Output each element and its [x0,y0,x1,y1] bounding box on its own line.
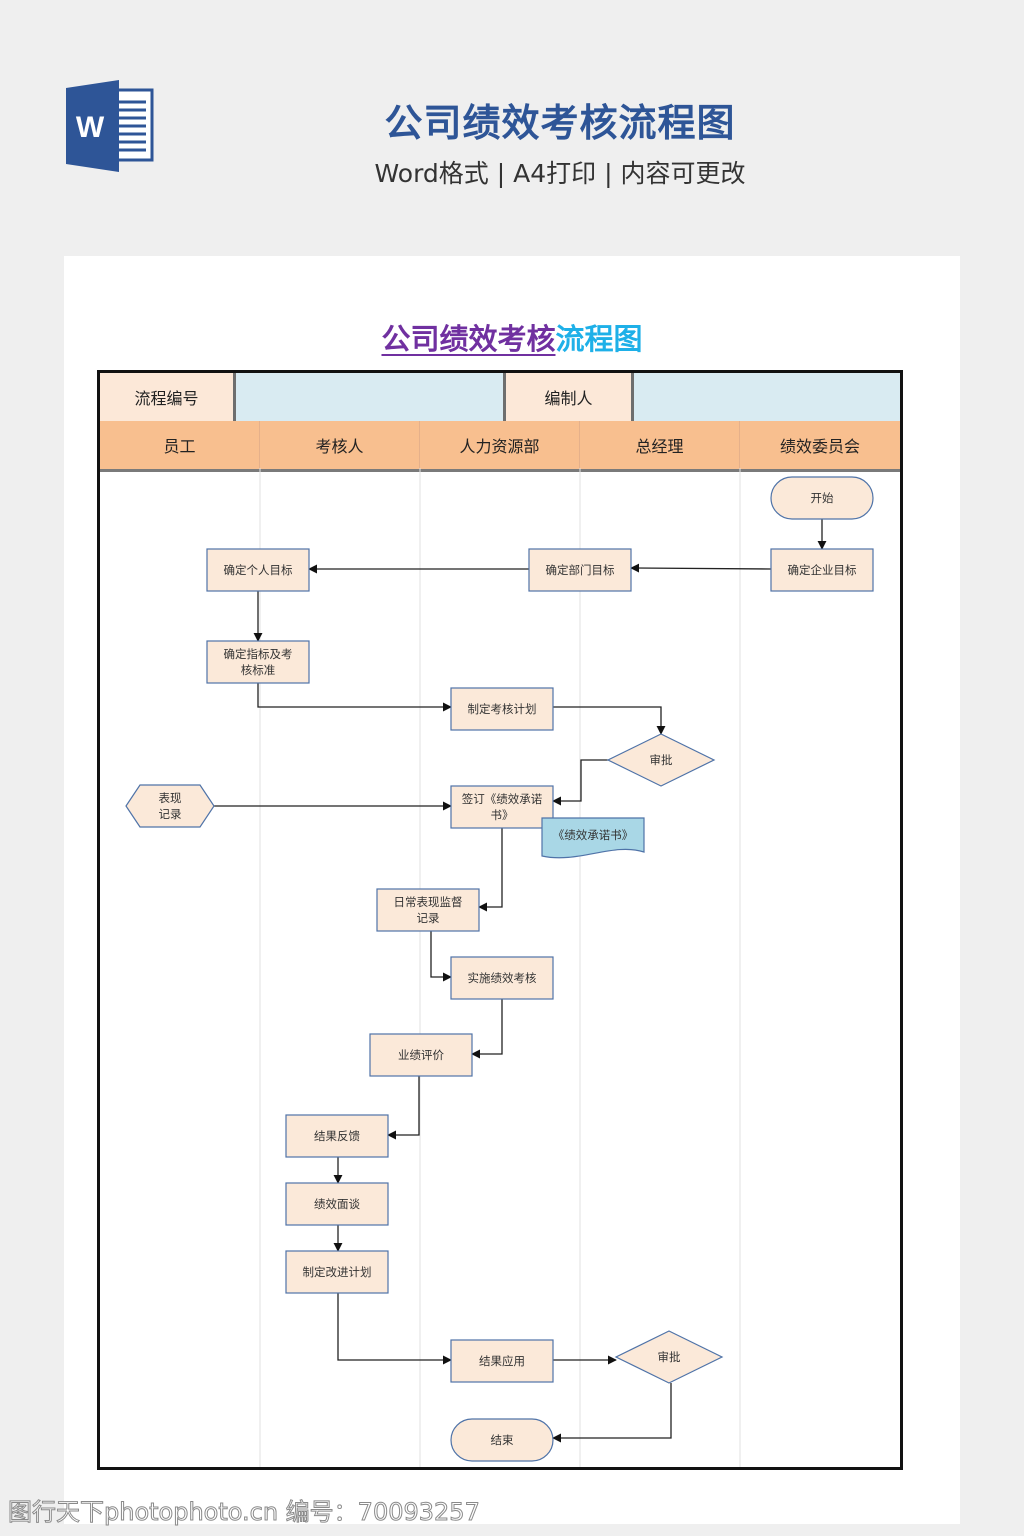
flow-node-doc[interactable]: 《绩效承诺书》 [541,817,645,859]
node-label: 绩效面谈 [314,1197,360,1211]
node-shape-process [285,1182,389,1226]
node-label: 审批 [650,753,673,767]
flow-arrow-plan-to-approve1 [553,706,666,735]
editor-value[interactable] [634,373,900,421]
flow-node-interview[interactable]: 绩效面谈 [285,1182,389,1226]
word-icon: W [66,80,154,172]
header-subtitle: Word格式 | A4打印 | 内容可更改 [374,159,746,188]
node-label: 签订《绩效承诺 [462,792,543,806]
node-shape-decision [614,1330,724,1384]
lane-header-gm: 总经理 [580,421,740,469]
flow-node-approve2[interactable]: 审批 [614,1330,724,1384]
flow-arrow-indicators-to-plan [257,683,452,712]
node-label: 结果反馈 [314,1129,360,1143]
node-label: 确定部门目标 [546,563,615,577]
node-shape-process [369,1033,473,1077]
node-label: 记录 [159,807,182,821]
document-title: 公司绩效考核流程图 [64,316,960,358]
flow-node-apply[interactable]: 结果应用 [450,1339,554,1383]
node-label: 结束 [491,1433,514,1447]
node-label: 书》 [491,808,514,822]
editor-label: 编制人 [506,373,634,421]
flow-node-evaluate[interactable]: 业绩评价 [369,1033,473,1077]
info-row: 流程编号 编制人 [100,373,900,421]
process-no-value[interactable] [236,373,506,421]
flow-node-feedback[interactable]: 结果反馈 [285,1114,389,1158]
flow-arrow-approve2-to-end [552,1383,672,1443]
process-no-label: 流程编号 [100,373,236,421]
node-label: 开始 [811,491,834,505]
node-label: 制定考核计划 [468,702,537,716]
flow-node-personal_goal[interactable]: 确定个人目标 [206,548,310,592]
node-shape-process [528,548,632,592]
lane-header: 员工 考核人 人力资源部 总经理 绩效委员会 [100,421,900,472]
node-shape-process [450,687,554,731]
flow-node-start[interactable]: 开始 [770,476,874,520]
lane-header-hr: 人力资源部 [420,421,580,469]
node-shape-process [450,956,554,1000]
flow-arrow-corp_goal-to-dept_goal [630,563,772,573]
flow-arrow-sign-to-monitor [478,828,503,912]
flow-node-approve1[interactable]: 审批 [606,733,716,787]
lane-header-assessor: 考核人 [260,421,420,469]
node-label: 业绩评价 [398,1048,444,1062]
node-shape-process [450,1339,554,1383]
node-shape-hexagon [125,784,215,828]
flow-arrow-evaluate-to-feedback [387,1076,420,1140]
node-label: 核标准 [241,663,276,677]
node-shape-terminator [770,476,874,520]
node-label: 表现 [159,791,182,805]
node-shape-process [285,1250,389,1294]
node-shape-terminator [450,1418,554,1462]
flow-node-corp_goal[interactable]: 确定企业目标 [770,548,874,592]
node-shape-process [770,548,874,592]
node-shape-process [285,1114,389,1158]
flow-node-improve[interactable]: 制定改进计划 [285,1250,389,1294]
node-shape-process [206,548,310,592]
flow-node-sign[interactable]: 签订《绩效承诺书》 [450,785,554,829]
flow-node-implement[interactable]: 实施绩效考核 [450,956,554,1000]
flow-node-plan[interactable]: 制定考核计划 [450,687,554,731]
node-label: 日常表现监督 [394,895,463,909]
node-shape-document [541,817,645,859]
node-label: 审批 [658,1350,681,1364]
node-label: 确定个人目标 [224,563,293,577]
flow-arrow-implement-to-evaluate [471,999,503,1059]
node-shape-process [206,640,310,684]
node-label: 实施绩效考核 [468,971,537,985]
document-title-part2: 流程图 [555,322,643,356]
watermark: 图行天下photophoto.cn 编号：70093257 [8,1498,481,1527]
node-label: 《绩效承诺书》 [553,828,634,842]
node-label: 制定改进计划 [303,1265,372,1279]
flowchart-frame: 流程编号 编制人 员工 考核人 人力资源部 总经理 绩效委员会 [97,370,903,1470]
flow-arrow-improve-to-apply [337,1293,452,1365]
flow-node-dept_goal[interactable]: 确定部门目标 [528,548,632,592]
flow-arrow-monitor-to-implement [430,931,452,982]
flow-arrow-approve1-to-sign [552,759,608,806]
lane-header-committee: 绩效委员会 [779,437,860,456]
document-title-part1: 公司绩效考核 [381,322,556,356]
flow-node-end[interactable]: 结束 [450,1418,554,1462]
node-label: 确定企业目标 [788,563,857,577]
word-icon-letter: W [76,111,105,144]
lane-header-employee: 员工 [100,421,260,469]
node-shape-decision [606,733,716,787]
node-shape-process [376,888,480,932]
header-title: 公司绩效考核流程图 [384,101,736,145]
node-label: 确定指标及考 [224,647,293,661]
node-shape-process [450,785,554,829]
node-label: 结果应用 [479,1354,525,1368]
node-label: 记录 [417,911,440,925]
